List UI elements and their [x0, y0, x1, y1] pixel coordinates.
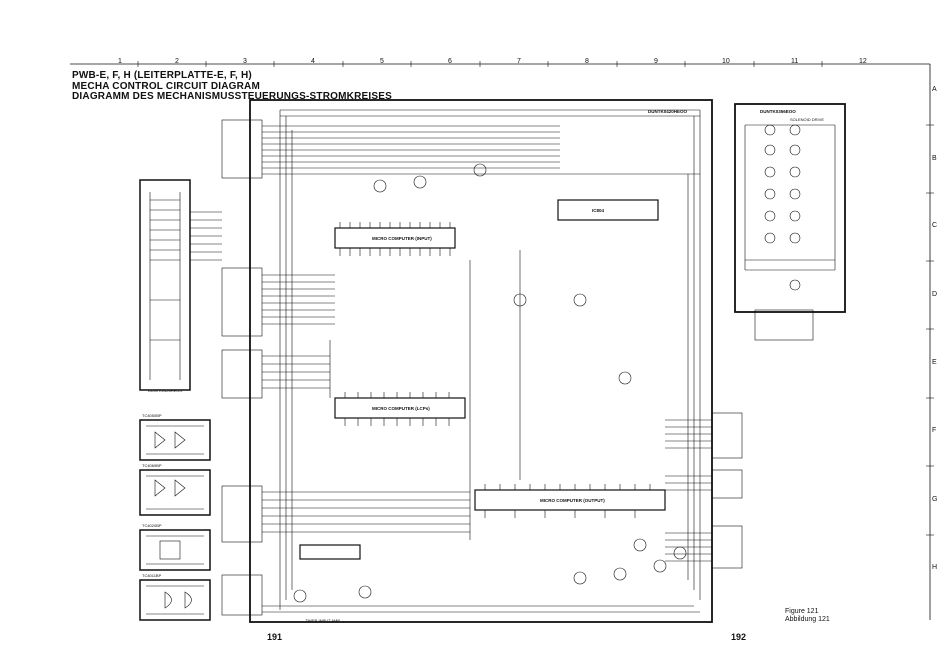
title-en: MECHA CONTROL CIRCUIT DIAGRAM: [72, 81, 261, 92]
col-label: 5: [380, 58, 384, 65]
row-label: F: [932, 427, 937, 434]
row-label: G: [932, 496, 938, 503]
page-number-right: 192: [731, 632, 747, 642]
logic-ic-label: TC4020BP: [142, 523, 162, 528]
col-label: 8: [585, 58, 589, 65]
row-label: H: [932, 564, 938, 571]
solenoid-drive-label: SOLENOID DRIVE: [790, 117, 824, 122]
logic-ic-label: TC4050BP: [142, 413, 162, 418]
row-label: E: [932, 359, 937, 366]
col-label: 4: [311, 58, 315, 65]
logic-ic-label: TC4069BP: [142, 463, 162, 468]
col-label: 10: [722, 58, 730, 65]
title-pwb: PWB-E, F, H (LEITERPLATTE-E, F, H): [72, 70, 252, 81]
row-label: A: [932, 86, 937, 93]
figure-caption-de: Abbildung 121: [785, 616, 830, 623]
ic805-label: TIMER INPUT AMP: [305, 618, 340, 623]
main-board-label: DUNTK0420HEOO: [648, 109, 688, 114]
col-label: 3: [243, 58, 247, 65]
ic804-label: IC804: [592, 208, 605, 213]
row-label: D: [932, 291, 938, 298]
logic-ic-label: TC4011BP: [142, 573, 162, 578]
col-label: 2: [175, 58, 179, 65]
remote-board-label: DUNTK0426HEOO: [148, 388, 182, 393]
title-de: DIAGRAMM DES MECHANISMUSSTEUERUNGS-STROM…: [72, 91, 392, 102]
row-label: B: [932, 155, 937, 162]
ic801-label: MICRO COMPUTER (INPUT): [372, 236, 432, 241]
solenoid-board-label: DUNTK0356EOO: [760, 109, 796, 114]
row-label: C: [932, 222, 938, 229]
col-label: 7: [517, 58, 521, 65]
col-label: 1: [118, 58, 122, 65]
figure-caption-en: Figure 121: [785, 608, 819, 615]
col-label: 6: [448, 58, 452, 65]
ic802-label: MICRO COMPUTER (LCPs): [372, 406, 430, 411]
page-number-left: 191: [267, 632, 283, 642]
ic803-label: MICRO COMPUTER (OUTPUT): [540, 498, 605, 503]
col-label: 12: [859, 58, 867, 65]
col-label: 11: [791, 58, 799, 65]
col-label: 9: [654, 58, 658, 65]
